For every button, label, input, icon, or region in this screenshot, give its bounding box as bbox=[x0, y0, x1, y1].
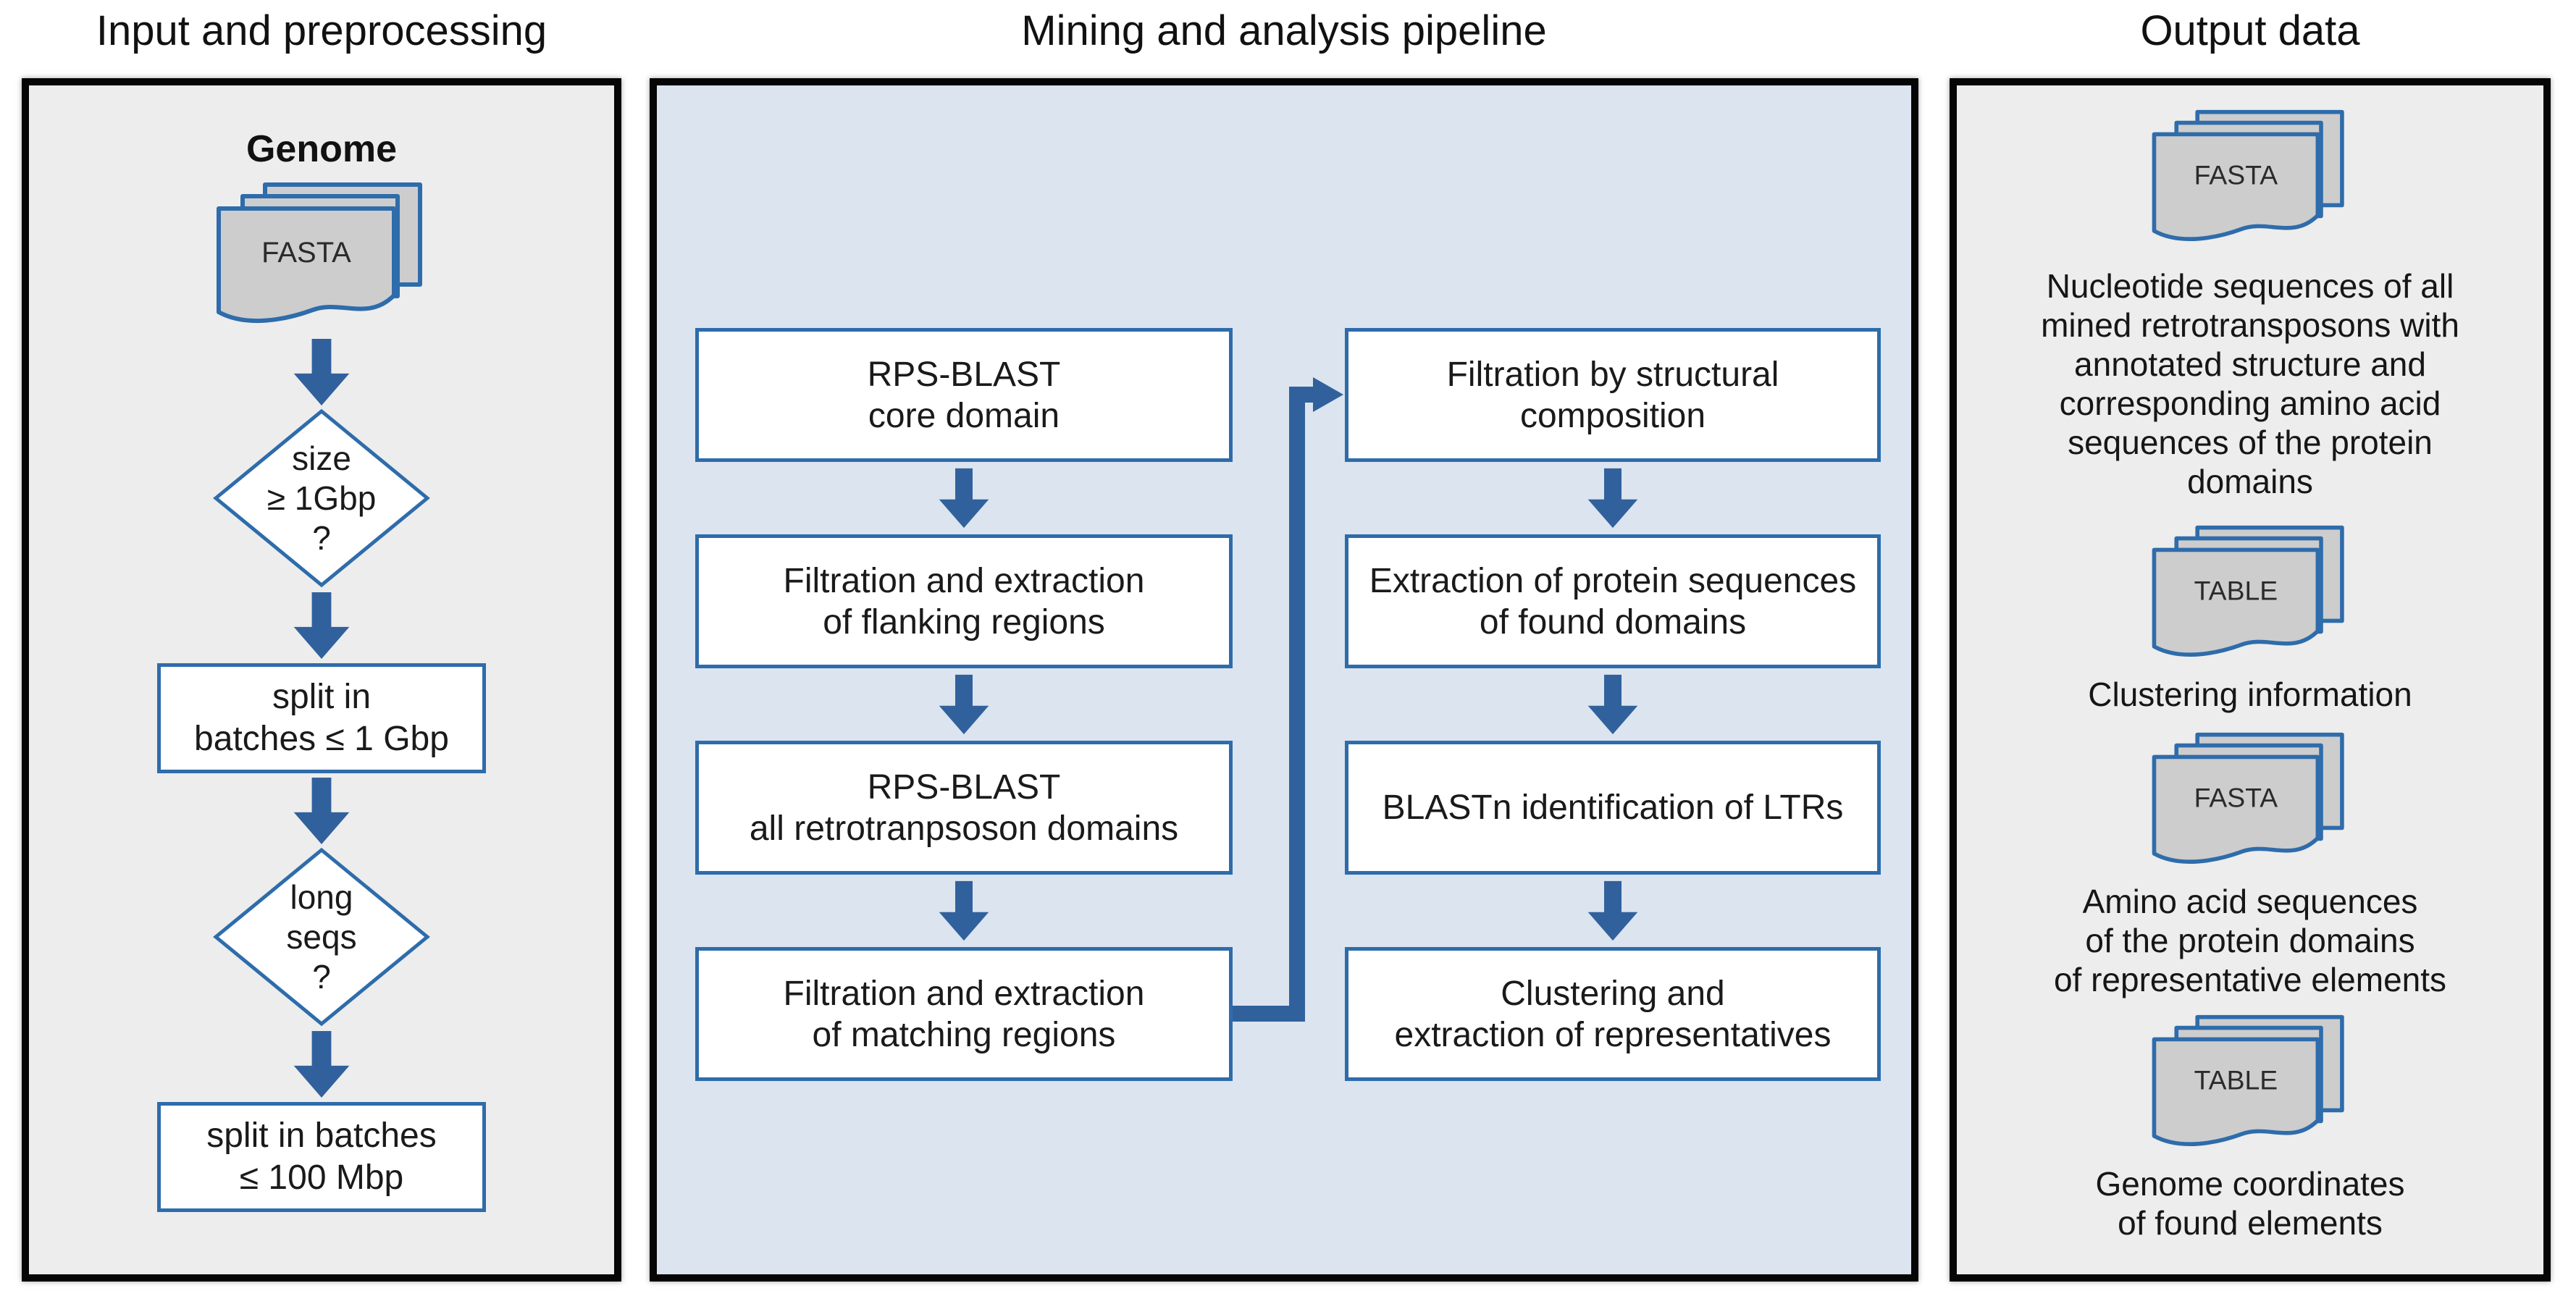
step-filtration-structural-composition: Filtration by structural composition bbox=[1345, 328, 1881, 462]
diamond-shape-icon bbox=[213, 408, 430, 588]
step-filtration-matching-regions: Filtration and extraction of matching re… bbox=[695, 947, 1233, 1081]
file-type-label: FASTA bbox=[2194, 783, 2278, 813]
step-clustering-extraction-representatives: Clustering and extraction of representat… bbox=[1345, 947, 1881, 1081]
table-files-icon: TABLE bbox=[2152, 525, 2344, 657]
title-output-data: Output data bbox=[2140, 7, 2360, 54]
fasta-files-icon: FASTA bbox=[2152, 732, 2344, 864]
output-caption-amino-acid-sequences: Amino acid sequences of the protein doma… bbox=[2053, 883, 2447, 998]
step-extraction-protein-sequences: Extraction of protein sequences of found… bbox=[1345, 534, 1881, 668]
page-front-icon bbox=[2152, 754, 2320, 864]
file-type-label: FASTA bbox=[2194, 160, 2278, 190]
arrow-down-icon bbox=[939, 468, 989, 529]
arrow-down-icon bbox=[293, 1031, 350, 1098]
arrow-down-icon bbox=[293, 339, 350, 405]
arrow-down-icon bbox=[939, 674, 989, 735]
input-preprocessing-panel: Genome FASTA size ≥ 1Gbp ? split in batc… bbox=[22, 78, 621, 1282]
arrow-down-icon bbox=[1587, 880, 1638, 941]
arrow-down-icon bbox=[939, 880, 989, 941]
mining-analysis-pipeline-panel: RPS-BLAST core domain Filtration and ext… bbox=[650, 78, 1918, 1282]
process-split-batches-1gbp: split in batches ≤ 1 Gbp bbox=[157, 663, 486, 773]
step-rps-blast-core-domain: RPS-BLAST core domain bbox=[695, 328, 1233, 462]
decision-long-seqs: long seqs ? bbox=[213, 847, 430, 1027]
file-type-label: FASTA bbox=[261, 237, 351, 269]
step-blastn-identification-ltrs: BLASTn identification of LTRs bbox=[1345, 741, 1881, 875]
title-mining-analysis-pipeline: Mining and analysis pipeline bbox=[1021, 7, 1547, 54]
elbow-connector-arrow bbox=[1233, 377, 1343, 1022]
process-split-batches-100mbp: split in batches ≤ 100 Mbp bbox=[157, 1102, 486, 1212]
step-filtration-flanking-regions: Filtration and extraction of flanking re… bbox=[695, 534, 1233, 668]
genome-label: Genome bbox=[246, 128, 398, 170]
file-type-label: TABLE bbox=[2194, 576, 2278, 606]
arrow-down-icon bbox=[293, 592, 350, 659]
arrow-down-icon bbox=[1587, 674, 1638, 735]
table-files-icon: TABLE bbox=[2152, 1014, 2344, 1146]
output-data-panel: FASTA Nucleotide sequences of all mined … bbox=[1950, 78, 2551, 1282]
file-type-label: TABLE bbox=[2194, 1065, 2278, 1095]
arrow-down-icon bbox=[1587, 468, 1638, 529]
page-front-icon bbox=[2152, 1037, 2320, 1146]
step-rps-blast-all-domains: RPS-BLAST all retrotranpsoson domains bbox=[695, 741, 1233, 875]
decision-label: size ≥ 1Gbp ? bbox=[267, 439, 377, 557]
output-caption-clustering-information: Clustering information bbox=[2088, 676, 2412, 713]
page-front-icon bbox=[2152, 132, 2320, 241]
genome-fasta-files-icon: FASTA bbox=[217, 182, 422, 324]
decision-genome-size: size ≥ 1Gbp ? bbox=[213, 408, 430, 588]
decision-label: long seqs ? bbox=[286, 878, 357, 996]
output-caption-genome-coordinates: Genome coordinates of found elements bbox=[2095, 1165, 2405, 1242]
diamond-shape-icon bbox=[213, 847, 430, 1027]
title-input-preprocessing: Input and preprocessing bbox=[96, 7, 547, 54]
fasta-files-icon: FASTA bbox=[2152, 109, 2344, 241]
arrow-right-head-icon bbox=[1313, 377, 1343, 412]
page-front-icon bbox=[2152, 547, 2320, 657]
page-front-icon bbox=[217, 206, 396, 324]
arrow-down-icon bbox=[293, 778, 350, 844]
output-caption-nucleotide-sequences: Nucleotide sequences of all mined retrot… bbox=[2041, 267, 2459, 500]
